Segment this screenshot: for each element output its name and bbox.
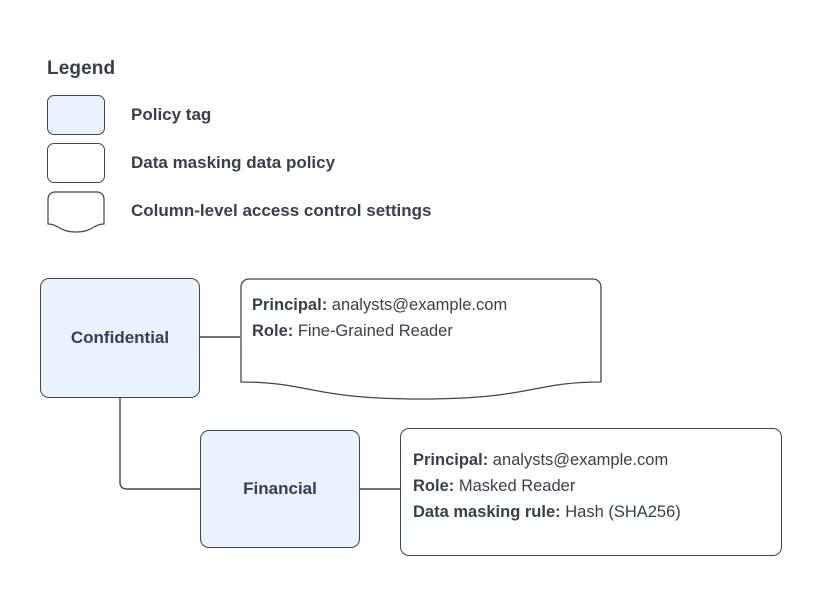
callout-document-shape: [240, 278, 602, 400]
callout-line: Role: Masked Reader: [413, 473, 769, 499]
legend-item-label: Data masking data policy: [131, 153, 336, 172]
callout-line-key: Principal:: [252, 296, 328, 314]
callout-line: Principal: analysts@example.com: [252, 292, 590, 318]
column-access-settings-swatch: [47, 191, 105, 233]
callout-line-value: Hash (SHA256): [565, 503, 681, 521]
callout-line-value: Masked Reader: [458, 477, 576, 495]
node-confidential[interactable]: Confidential: [40, 278, 200, 398]
callout-line-key: Role:: [252, 322, 294, 340]
callout-text: Principal: analysts@example.com Role: Fi…: [252, 292, 590, 344]
node-label: Financial: [243, 479, 317, 498]
policy-tag-swatch: [47, 95, 105, 135]
data-masking-policy-swatch: [47, 143, 105, 183]
callout-text: Principal: analysts@example.com Role: Ma…: [413, 447, 769, 525]
callout-line-value: analysts@example.com: [331, 296, 508, 314]
callout-line: Data masking rule: Hash (SHA256): [413, 499, 769, 525]
connector-confidential-to-financial: [119, 398, 200, 490]
callout-line-key: Data masking rule:: [413, 503, 561, 521]
callout-line-key: Principal:: [413, 451, 489, 469]
callout-line-value: analysts@example.com: [492, 451, 669, 469]
callout-line-value: Fine-Grained Reader: [297, 322, 453, 340]
legend-item-label: Column-level access control settings: [131, 201, 432, 220]
legend-item-label: Policy tag: [131, 105, 212, 124]
callout-financial-settings[interactable]: Principal: analysts@example.com Role: Ma…: [400, 428, 782, 556]
callout-line: Role: Fine-Grained Reader: [252, 318, 590, 344]
callout-line-key: Role:: [413, 477, 455, 495]
callout-confidential-settings[interactable]: Principal: analysts@example.com Role: Fi…: [240, 278, 602, 400]
node-financial[interactable]: Financial: [200, 430, 360, 548]
node-label: Confidential: [70, 328, 170, 347]
legend-title: Legend: [47, 58, 116, 79]
callout-line: Principal: analysts@example.com: [413, 447, 769, 473]
